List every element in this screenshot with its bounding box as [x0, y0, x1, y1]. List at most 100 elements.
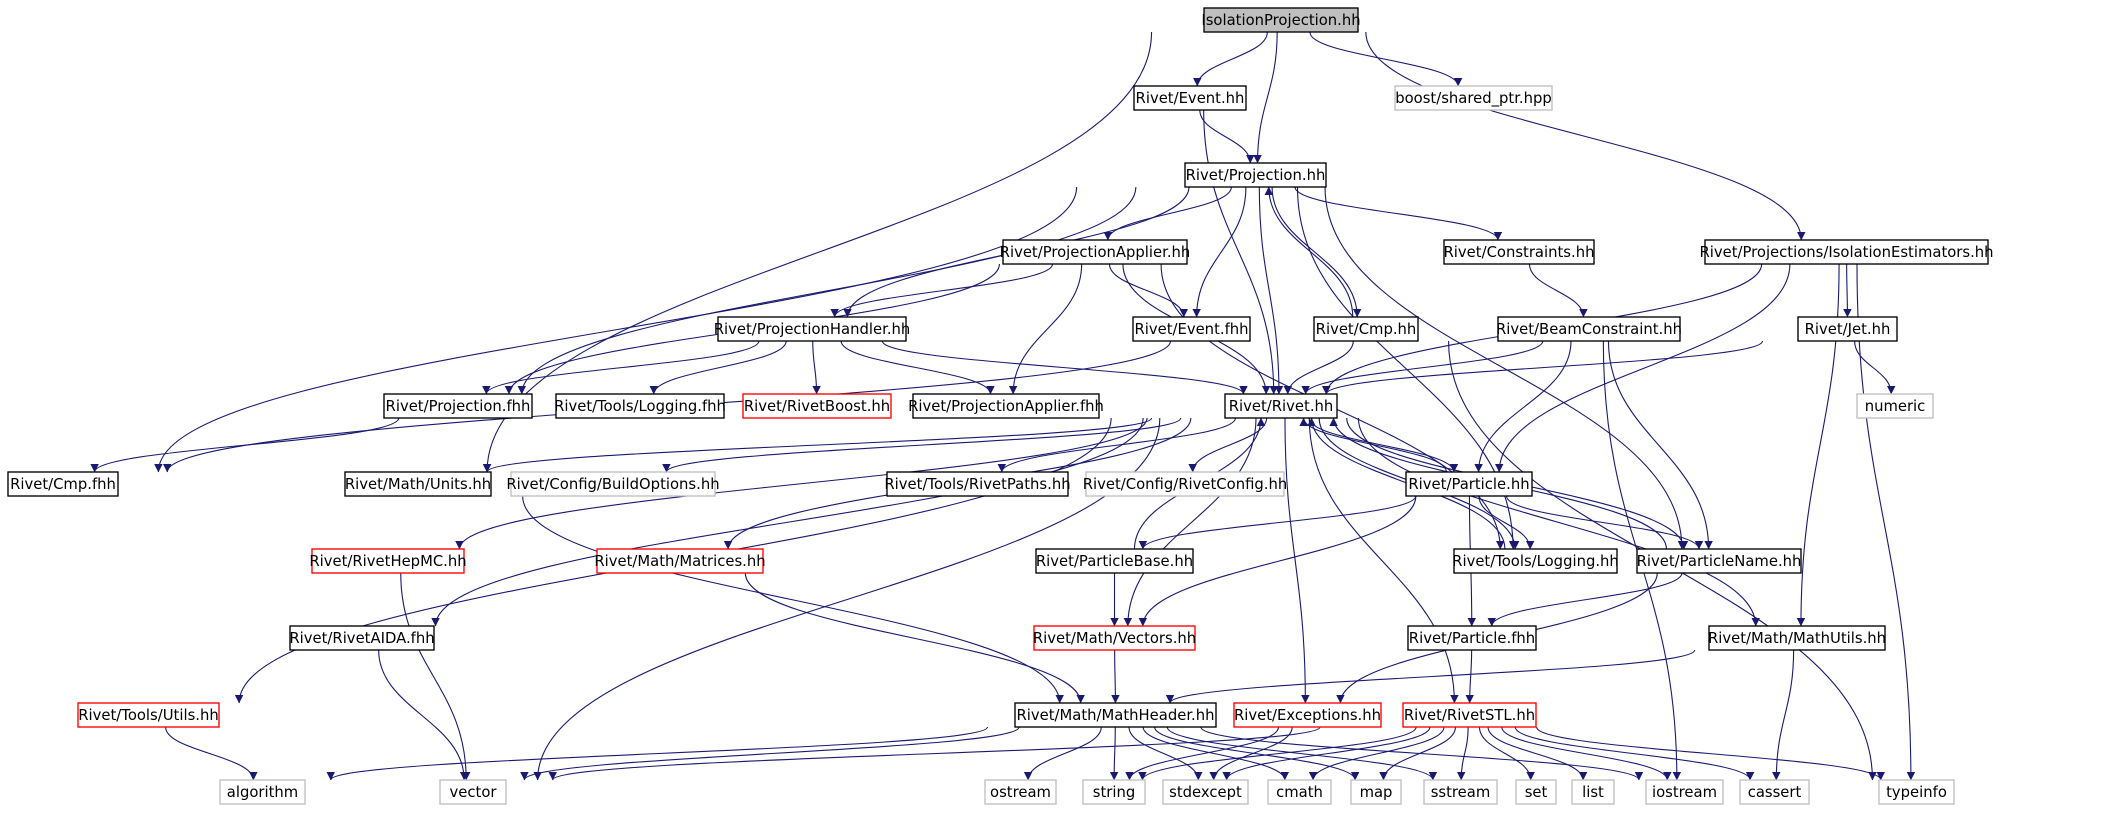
file-node-particle_fhh[interactable]: Rivet/Particle.fhh	[1407, 625, 1537, 651]
file-label: Rivet/ProjectionApplier.fhh	[908, 398, 1104, 415]
include-arrow	[455, 417, 1148, 550]
file-label: Rivet/Rivet.hh	[1229, 398, 1334, 415]
file-label: Rivet/Config/RivetConfig.hh	[1083, 476, 1288, 493]
file-label: Rivet/Config/BuildOptions.hh	[506, 476, 719, 493]
file-box	[439, 779, 507, 805]
include-arrow	[881, 340, 1248, 395]
file-node-cmp_hh[interactable]: Rivet/Cmp.hh	[1313, 316, 1419, 342]
include-edge-math_mathheader_hh-to-map	[1154, 726, 1360, 781]
include-edge-rivet_hh-to-rivetaida_fhh	[431, 417, 1144, 627]
include-arrow	[522, 495, 1064, 704]
file-box	[344, 471, 492, 497]
file-label: Rivet/Projections/IsolationEstimators.hh	[1699, 244, 1993, 261]
file-node-tools_logging_fhh[interactable]: Rivet/Tools/Logging.fhh	[554, 393, 726, 419]
file-node-sstream: sstream	[1423, 779, 1498, 805]
file-box	[1085, 471, 1285, 497]
file-label: Rivet/ParticleName.hh	[1637, 553, 1802, 570]
file-node-tools_logging_hh[interactable]: Rivet/Tools/Logging.hh	[1452, 548, 1619, 574]
include-edge-projectionhandler_hh-to-rivetboost_hh	[812, 340, 821, 395]
file-node-beamconstraint_hh[interactable]: Rivet/BeamConstraint.hh	[1496, 316, 1682, 342]
file-node-tools_rivetpaths_hh[interactable]: Rivet/Tools/RivetPaths.hh	[884, 471, 1071, 497]
file-node-event_fhh[interactable]: Rivet/Event.fhh	[1132, 316, 1251, 342]
include-edge-rivethepmc_hh-to-vector	[400, 572, 471, 781]
include-edge-math_units_hh-to-math_mathheader_hh	[522, 495, 1064, 704]
include-edge-jet_hh-to-rivet_hh	[1322, 340, 1764, 395]
include-edge-jet_hh-to-numeric	[1854, 340, 1896, 395]
file-node-particlebase_hh[interactable]: Rivet/ParticleBase.hh	[1035, 548, 1194, 574]
file-label: Rivet/Cmp.fhh	[10, 476, 116, 493]
file-node-cmp_fhh[interactable]: Rivet/Cmp.fhh	[7, 471, 119, 497]
file-label: set	[1525, 784, 1548, 801]
file-node-projectionhandler_hh[interactable]: Rivet/ProjectionHandler.hh	[714, 316, 911, 342]
include-edge-particle_hh-to-rivet_hh	[1299, 417, 1447, 473]
file-box	[510, 471, 716, 497]
include-edge-cmp_hh-to-projection_hh	[1264, 186, 1354, 318]
include-edge-rivetstl_hh-to-vector	[548, 726, 1321, 781]
file-node-isolationestimators_hh[interactable]: Rivet/Projections/IsolationEstimators.hh	[1699, 239, 1994, 265]
include-arrow	[1501, 726, 1672, 781]
include-arrow	[1023, 726, 1102, 781]
file-node-projectionapplier_fhh[interactable]: Rivet/ProjectionApplier.fhh	[908, 393, 1104, 419]
file-node-rivetaida_fhh[interactable]: Rivet/RivetAIDA.fhh	[289, 625, 435, 651]
file-node-isolationprojection[interactable]: IsolationProjection.hh	[1201, 7, 1361, 33]
file-node-tools_utils_hh[interactable]: Rivet/Tools/Utils.hh	[77, 702, 220, 728]
file-node-jet_hh[interactable]: Rivet/Jet.hh	[1797, 316, 1898, 342]
file-box	[555, 393, 725, 419]
include-edge-particlename_hh-to-particle_fhh	[1487, 572, 1683, 627]
file-node-numeric: numeric	[1856, 393, 1934, 419]
file-node-exceptions_hh[interactable]: Rivet/Exceptions.hh	[1233, 702, 1382, 728]
file-node-math_mathheader_hh[interactable]: Rivet/Math/MathHeader.hh	[1014, 702, 1217, 728]
include-edge-projection_hh-to-cmp_hh	[1271, 186, 1362, 318]
include-edge-constraints_hh-to-beamconstraint_hh	[1528, 263, 1588, 318]
include-arrow	[1209, 726, 1293, 781]
file-label: cassert	[1748, 784, 1802, 801]
file-node-rivetstl_hh[interactable]: Rivet/RivetSTL.hh	[1402, 702, 1537, 728]
file-node-math_mathutils_hh[interactable]: Rivet/Math/MathUtils.hh	[1708, 625, 1886, 651]
file-box	[1082, 779, 1146, 805]
file-node-projectionapplier_hh[interactable]: Rivet/ProjectionApplier.hh	[1000, 239, 1191, 265]
file-box	[1739, 779, 1810, 805]
include-arrow	[548, 726, 1321, 781]
include-arrow	[1301, 340, 1544, 395]
file-node-particle_hh[interactable]: Rivet/Particle.hh	[1405, 471, 1533, 497]
include-arrow	[1103, 186, 1232, 241]
file-node-projection_hh[interactable]: Rivet/Projection.hh	[1184, 162, 1327, 188]
file-node-event_hh[interactable]: Rivet/Event.hh	[1133, 85, 1247, 111]
include-edge-rivet_hh-to-config_buildoptions_hh	[662, 417, 1182, 473]
file-label: Rivet/BeamConstraint.hh	[1496, 321, 1682, 338]
file-node-math_matrices_hh[interactable]: Rivet/Math/Matrices.hh	[594, 548, 766, 574]
include-arrow	[400, 572, 471, 781]
file-node-math_units_hh[interactable]: Rivet/Math/Units.hh	[344, 471, 492, 497]
file-node-rivethepmc_hh[interactable]: Rivet/RivetHepMC.hh	[309, 548, 467, 574]
include-edge-projection_hh-to-event_fhh	[1192, 186, 1247, 318]
file-label: Rivet/Event.hh	[1136, 90, 1245, 107]
file-box	[311, 548, 465, 574]
file-node-vector: vector	[439, 779, 507, 805]
file-label: Rivet/RivetBoost.hh	[744, 398, 890, 415]
file-box	[717, 316, 907, 342]
file-label: stdexcept	[1169, 784, 1242, 801]
file-node-rivet_hh[interactable]: Rivet/Rivet.hh	[1224, 393, 1338, 419]
include-edge-event_hh-to-projection_hh	[1199, 109, 1255, 164]
file-node-math_vectors_hh[interactable]: Rivet/Math/Vectors.hh	[1033, 625, 1196, 651]
include-edge-projection_hh-to-constraints_hh	[1294, 186, 1503, 241]
file-label: Rivet/Particle.hh	[1408, 476, 1529, 493]
file-box	[1233, 702, 1382, 728]
include-edge-math_mathutils_hh-to-math_mathheader_hh	[1165, 649, 1696, 704]
file-box	[1203, 7, 1359, 33]
include-edge-rivetaida_fhh-to-vector	[378, 649, 469, 781]
include-edge-rivetstl_hh-to-stdexcept	[1222, 726, 1431, 781]
file-box	[1856, 393, 1934, 419]
file-node-rivetboost_hh[interactable]: Rivet/RivetBoost.hh	[742, 393, 892, 419]
file-node-particlename_hh[interactable]: Rivet/ParticleName.hh	[1636, 548, 1802, 574]
file-label: ostream	[990, 784, 1051, 801]
file-node-projection_fhh[interactable]: Rivet/Projection.fhh	[383, 393, 533, 419]
file-label: Rivet/ProjectionApplier.hh	[1000, 244, 1191, 261]
file-node-constraints_hh[interactable]: Rivet/Constraints.hh	[1443, 239, 1595, 265]
file-node-typeinfo: typeinfo	[1878, 779, 1955, 805]
file-node-ostream: ostream	[984, 779, 1057, 805]
include-edge-math_mathheader_hh-to-sstream	[1166, 726, 1438, 781]
include-edge-math_mathheader_hh-to-cmath	[1142, 726, 1289, 781]
include-arrow	[1111, 649, 1120, 704]
